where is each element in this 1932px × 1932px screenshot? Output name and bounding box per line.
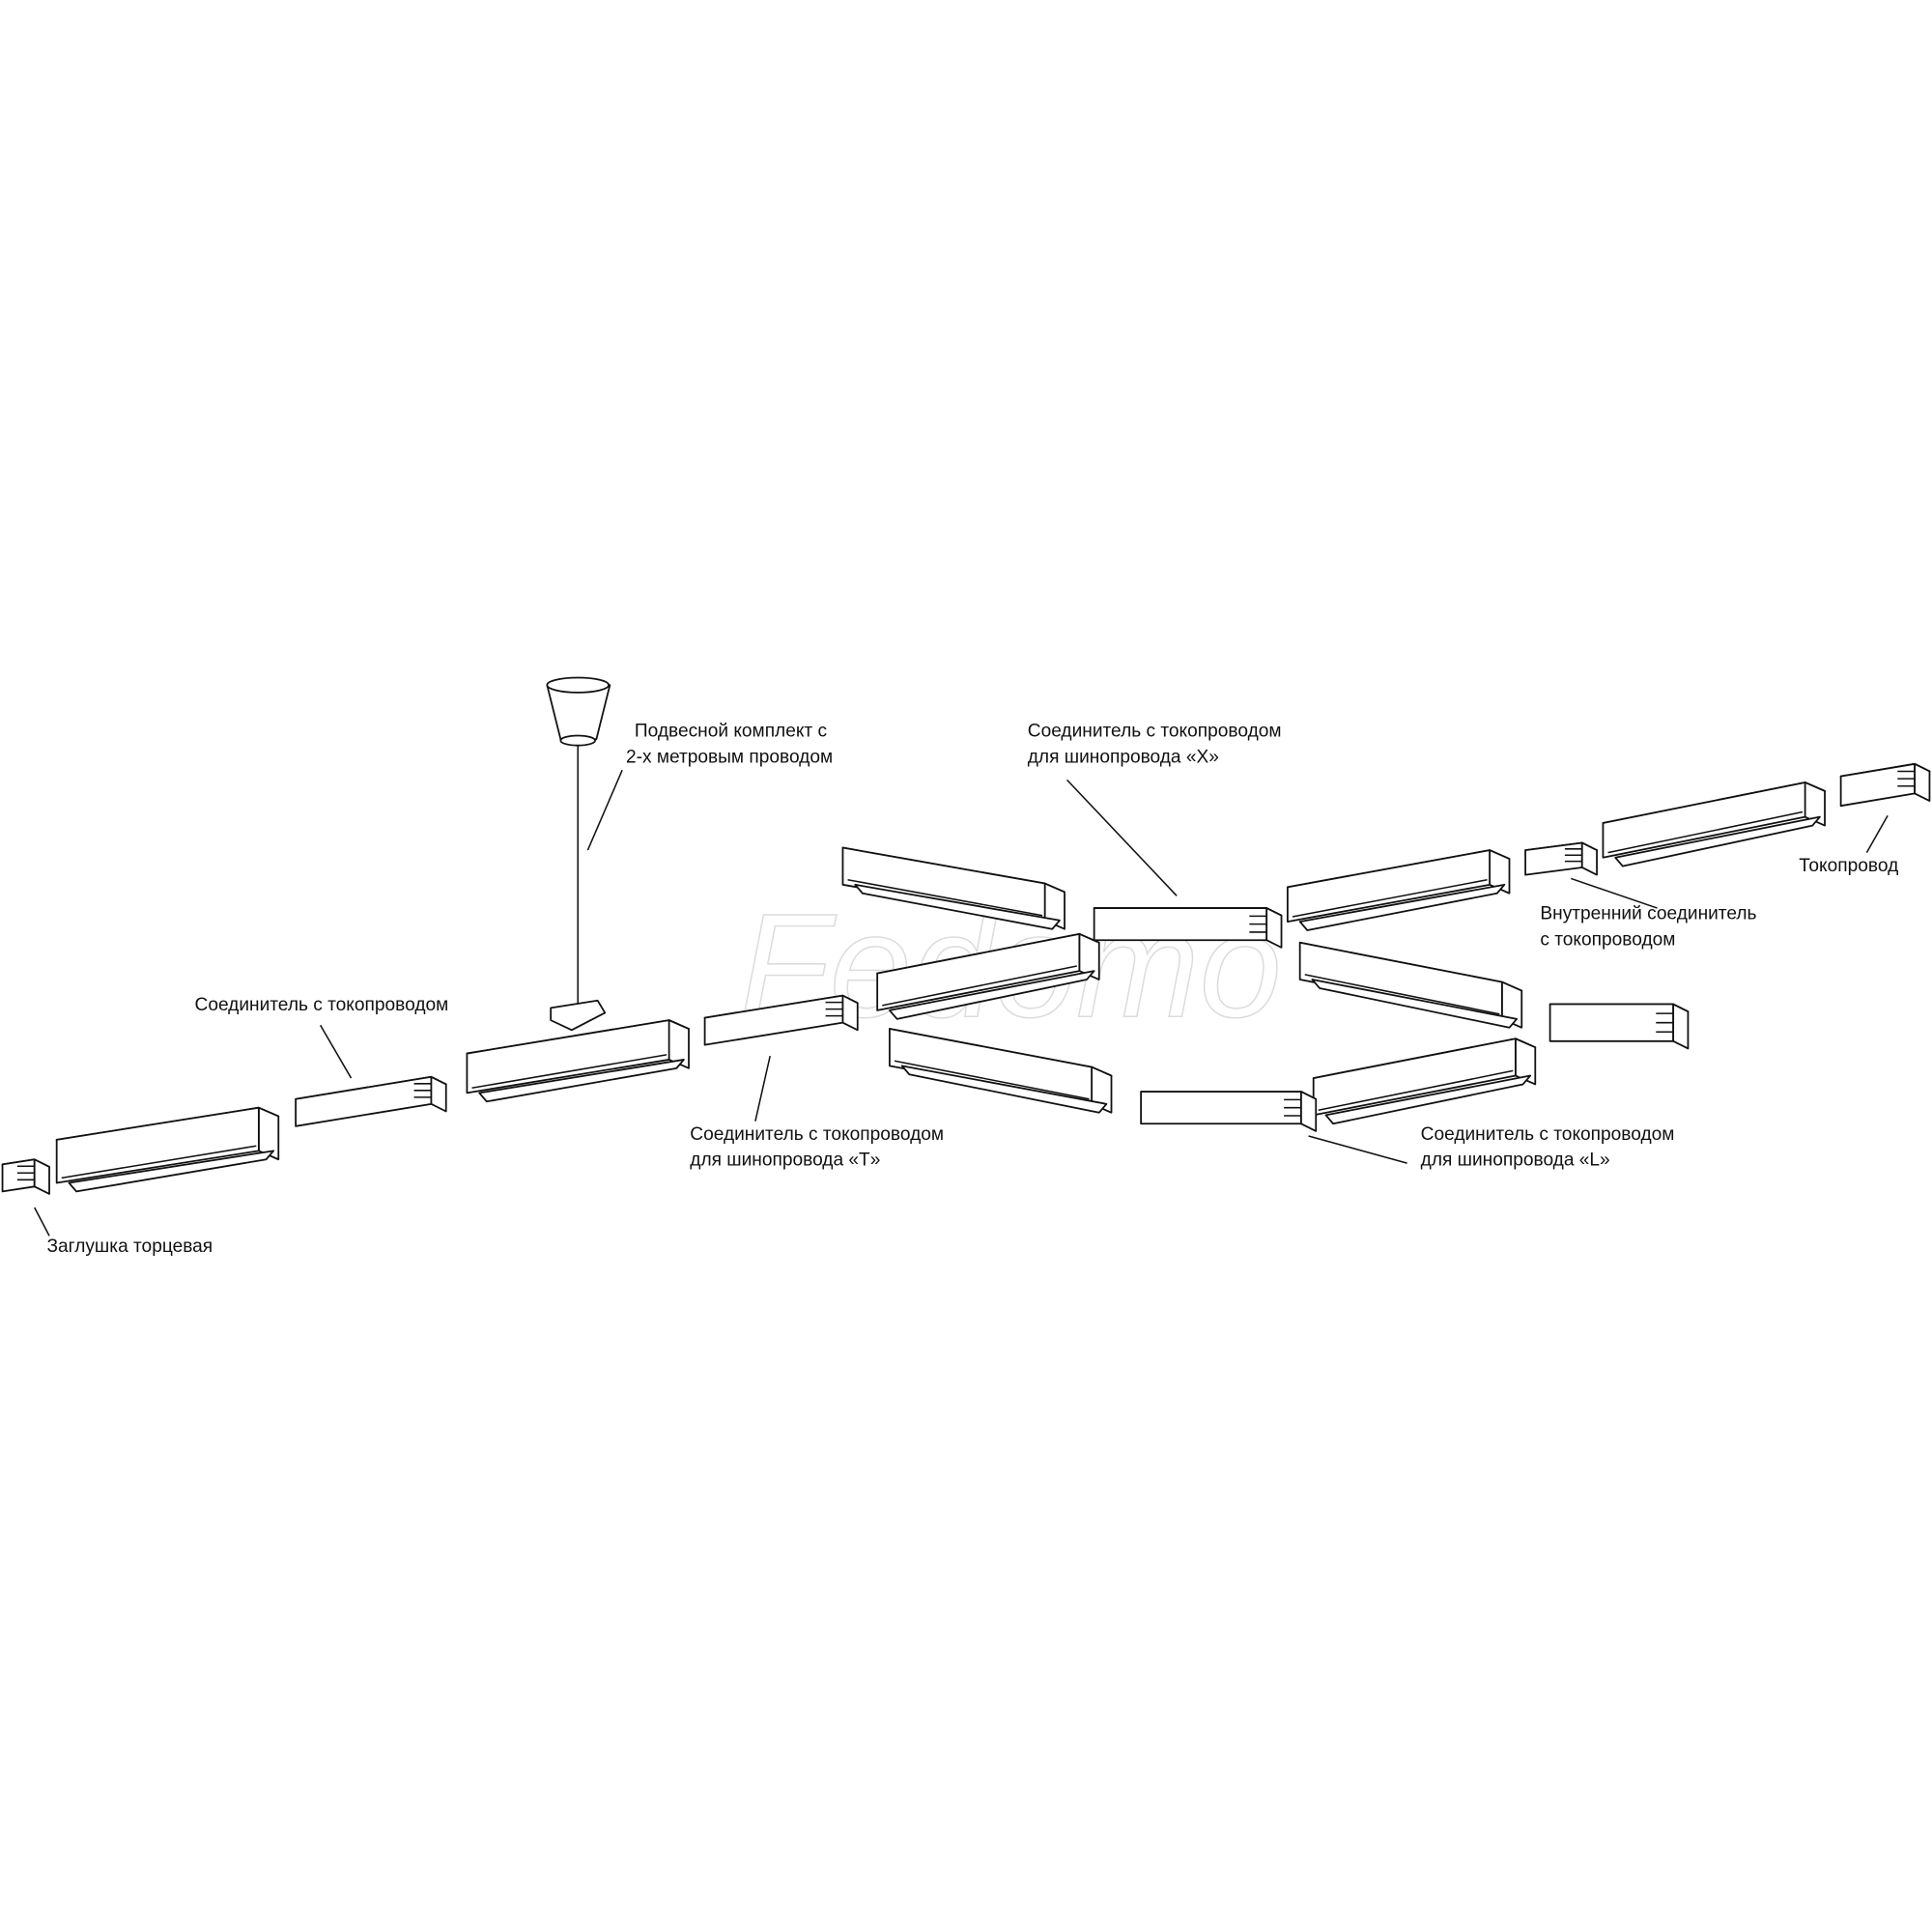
track-rail-7	[1298, 941, 1523, 1029]
rail-edge	[1318, 1069, 1514, 1111]
leader-line	[586, 769, 623, 851]
leader-lines	[34, 769, 1889, 1236]
label-x-connector: Соединитель с токопроводом для шинопрово…	[1028, 722, 1282, 768]
track-rail-6	[1287, 849, 1511, 931]
parts	[1, 676, 1931, 1195]
connector-body	[1, 1158, 36, 1193]
l-connector-corner	[1548, 1003, 1690, 1050]
inner-connector	[1524, 841, 1598, 876]
label-t-connector: Соединитель с токопроводом для шинопрово…	[690, 1124, 944, 1171]
connector-side	[1300, 1091, 1318, 1132]
rail-edge	[882, 965, 1077, 1007]
svg-text:Внутренний соединитель: Внутренний соединитель	[1540, 904, 1756, 924]
label-track-feed: Токопровод	[1799, 856, 1898, 876]
svg-text:Заглушка торцевая: Заглушка торцевая	[46, 1236, 213, 1257]
leader-line	[319, 1024, 353, 1079]
connector-body	[1524, 841, 1583, 876]
svg-text:Токопровод: Токопровод	[1799, 856, 1898, 876]
connector-body	[1093, 907, 1268, 942]
svg-text:Подвесной комплект с: Подвесной комплект с	[635, 722, 828, 742]
rail-edge	[471, 1054, 668, 1090]
rail-slot	[1614, 815, 1821, 867]
rail-edge	[61, 1145, 257, 1179]
rail-front-face	[876, 932, 1081, 1011]
svg-text:2-х метровым проводом: 2-х метровым проводом	[626, 748, 833, 768]
connector-side	[430, 1075, 447, 1113]
leader-line	[1865, 815, 1889, 854]
rail-edge	[847, 878, 1043, 917]
rail-slot	[478, 1059, 685, 1103]
rail-edge	[894, 1060, 1090, 1100]
connector-side	[1580, 841, 1598, 876]
rail-slot	[900, 1065, 1108, 1114]
suspension-bracket	[550, 999, 607, 1032]
rail-front-face	[1298, 941, 1503, 1020]
track-rail-3	[841, 846, 1065, 930]
canopy-top	[546, 676, 610, 694]
track-rail-5	[889, 1028, 1113, 1114]
rail-slot	[1324, 1074, 1532, 1125]
svg-text:для шинопровода «L»: для шинопровода «L»	[1421, 1151, 1610, 1171]
rail-front-face	[55, 1106, 260, 1184]
rail-slot	[68, 1150, 275, 1193]
x-connector	[1093, 907, 1283, 949]
leader-line	[1308, 1135, 1407, 1164]
svg-text:для шинопровода «T»: для шинопровода «T»	[690, 1151, 880, 1171]
label-end-cap: Заглушка торцевая	[46, 1236, 213, 1257]
svg-text:с токопроводом: с токопроводом	[1540, 929, 1675, 950]
rail-slot	[889, 970, 1095, 1020]
connector-body	[1548, 1003, 1675, 1042]
svg-text:Соединитель с токопроводом: Соединитель с токопроводом	[1421, 1124, 1675, 1145]
connector-body	[295, 1075, 433, 1127]
track-rail-4	[876, 932, 1100, 1020]
connector-side	[1672, 1003, 1690, 1050]
straight-connector	[295, 1075, 447, 1127]
leader-line	[754, 1055, 771, 1122]
suspension-kit	[546, 676, 611, 1032]
label-l-connector: Соединитель с токопроводом для шинопрово…	[1421, 1124, 1675, 1171]
rail-edge	[1304, 974, 1500, 1015]
rail-front-face	[1602, 781, 1806, 859]
connector-side	[1914, 762, 1931, 802]
rail-slot	[1298, 883, 1506, 931]
rail-slot	[1311, 979, 1519, 1029]
track-rail-1	[55, 1106, 280, 1193]
svg-text:для шинопровода «X»: для шинопровода «X»	[1028, 748, 1219, 768]
canopy-bottom	[559, 734, 596, 747]
label-suspension-kit: Подвесной комплект с 2-х метровым провод…	[626, 722, 833, 768]
track-rail-9	[1602, 781, 1826, 867]
leader-line	[1066, 779, 1178, 896]
rail-slot	[854, 883, 1061, 930]
track-feed	[1839, 762, 1931, 808]
leader-line	[34, 1207, 50, 1236]
end-cap	[1, 1158, 50, 1195]
svg-text:Соединитель с токопроводом: Соединитель с токопроводом	[195, 995, 449, 1015]
label-straight-connector: Соединитель с токопроводом	[195, 995, 449, 1015]
connector-body	[1140, 1091, 1302, 1125]
rail-front-face	[466, 1019, 670, 1094]
connector-body	[1839, 762, 1917, 808]
track-rail-8	[1312, 1037, 1537, 1125]
rail-front-face	[1287, 849, 1491, 923]
svg-text:Соединитель с токопроводом: Соединитель с токопроводом	[690, 1124, 944, 1145]
leader-line	[1571, 877, 1658, 909]
label-inner-connector: Внутренний соединитель с токопроводом	[1540, 904, 1756, 951]
t-connector	[703, 994, 859, 1046]
connector-side	[841, 994, 859, 1032]
rail-edge	[1292, 878, 1488, 918]
connector-side	[33, 1158, 50, 1195]
svg-text:Соединитель с токопроводом: Соединитель с токопроводом	[1028, 722, 1282, 742]
connector-side	[1265, 907, 1283, 949]
track-rail-2	[466, 1019, 690, 1103]
rail-edge	[1607, 810, 1804, 854]
l-connector	[1140, 1091, 1318, 1132]
